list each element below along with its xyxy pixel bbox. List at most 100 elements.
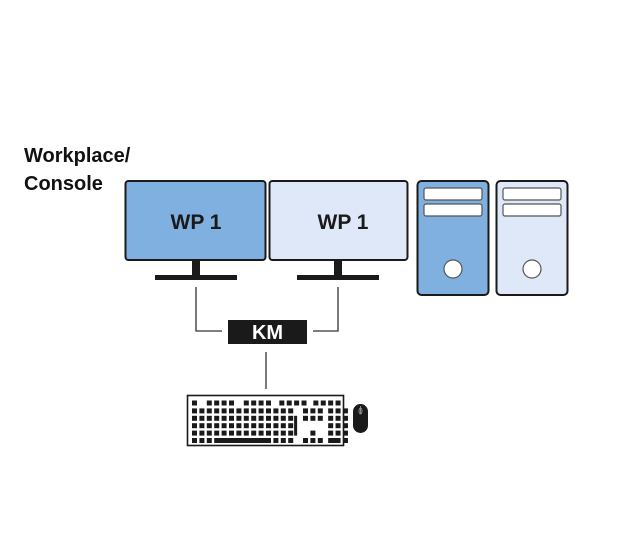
keyboard-key [214, 430, 220, 436]
monitor-1-stand-neck [192, 261, 200, 276]
keyboard-key [221, 415, 227, 421]
keyboard-key [288, 408, 294, 414]
keyboard-key [273, 430, 279, 436]
keyboard-key [266, 415, 271, 421]
keyboard-key [288, 430, 294, 436]
keyboard-icon [186, 394, 348, 447]
mouse-scroll-wheel [358, 407, 363, 415]
monitor-1: WP 1 [124, 180, 267, 280]
keyboard-key [199, 438, 205, 443]
keyboard-key [335, 415, 341, 421]
keyboard-key [335, 400, 341, 406]
keyboard-key [258, 400, 264, 406]
keyboard-key [229, 430, 234, 436]
keyboard-key [303, 408, 308, 414]
keyboard-key [214, 415, 220, 421]
keyboard-key [258, 415, 264, 421]
keyboard-key [280, 415, 286, 421]
keyboard-key [317, 438, 323, 443]
keyboard-key [251, 430, 257, 436]
keyboard-key [236, 415, 242, 421]
km-switch-label: KM [252, 322, 283, 344]
keyboard-key [192, 408, 197, 414]
keyboard-key [342, 415, 348, 421]
keyboard-key [199, 408, 205, 414]
keyboard-key [328, 400, 334, 406]
keyboard-key [288, 423, 294, 429]
computer-2-drive-bay-1 [502, 187, 562, 201]
keyboard-key [328, 408, 334, 414]
keyboard-key [342, 430, 348, 436]
keyboard-key [303, 438, 308, 443]
keyboard-key [317, 415, 323, 421]
keyboard-key [243, 430, 249, 436]
keyboard-key [335, 423, 341, 429]
keyboard-key [310, 415, 316, 421]
keyboard-key [199, 430, 205, 436]
keyboard-key [310, 430, 316, 436]
title-line-2: Console [24, 173, 103, 195]
keyboard-key [206, 423, 212, 429]
keyboard-key [266, 408, 271, 414]
keyboard-key [206, 430, 212, 436]
keyboard-key [229, 400, 234, 406]
keyboard-key [192, 430, 197, 436]
keyboard-key [221, 423, 227, 429]
computer-tower-2 [495, 180, 569, 296]
keyboard-key [328, 415, 334, 421]
keyboard-key [288, 438, 294, 443]
monitor-1-label: WP 1 [171, 211, 222, 234]
km-switch: KM [228, 320, 307, 344]
keyboard-key [206, 415, 212, 421]
keyboard-key [328, 423, 334, 429]
keyboard-key [243, 415, 249, 421]
keyboard-key [313, 400, 319, 406]
keyboard-key [214, 400, 220, 406]
keyboard-key [258, 423, 264, 429]
keyboard-key [229, 423, 234, 429]
keyboard-key [280, 430, 286, 436]
keyboard-key [266, 423, 271, 429]
keyboard-key [273, 408, 279, 414]
keyboard-key [243, 400, 249, 406]
keyboard-key [229, 415, 234, 421]
keyboard-keys [192, 400, 348, 443]
keyboard-key [206, 408, 212, 414]
mouse-icon [353, 404, 368, 433]
keyboard-key [236, 408, 242, 414]
computer-2-drive-bay-2 [502, 203, 562, 217]
keyboard-key [301, 400, 307, 406]
keyboard-key [258, 430, 264, 436]
monitor-2: WP 1 [268, 180, 409, 280]
keyboard-key [310, 408, 316, 414]
keyboard-key [342, 423, 348, 429]
keyboard-key [320, 400, 326, 406]
keyboard-key [214, 438, 271, 443]
monitor-1-screen [124, 180, 267, 261]
keyboard-key [251, 408, 257, 414]
keyboard-key [310, 438, 316, 443]
keyboard-key [273, 423, 279, 429]
keyboard-key [266, 430, 271, 436]
monitor-2-stand-base [297, 275, 379, 280]
computer-tower-1 [416, 180, 490, 296]
keyboard-key [214, 408, 220, 414]
keyboard-key [280, 438, 286, 443]
keyboard-key [192, 423, 197, 429]
keyboard-key [199, 423, 205, 429]
keyboard-key [286, 400, 292, 406]
keyboard-key [206, 400, 212, 406]
keyboard-key [199, 415, 205, 421]
computer-1-drive-bay-1 [423, 187, 483, 201]
keyboard-key [206, 438, 212, 443]
keyboard-key [342, 408, 348, 414]
monitor-1-stand-base [155, 275, 237, 280]
title-line-1: Workplace/ [24, 145, 131, 167]
connector-monitor-2-to-km [313, 287, 339, 332]
keyboard-key [317, 408, 323, 414]
keyboard-key [192, 400, 197, 406]
computer-1-drive-bay-2 [423, 203, 483, 217]
keyboard-key [280, 423, 286, 429]
keyboard-key [221, 430, 227, 436]
keyboard-key [236, 423, 242, 429]
